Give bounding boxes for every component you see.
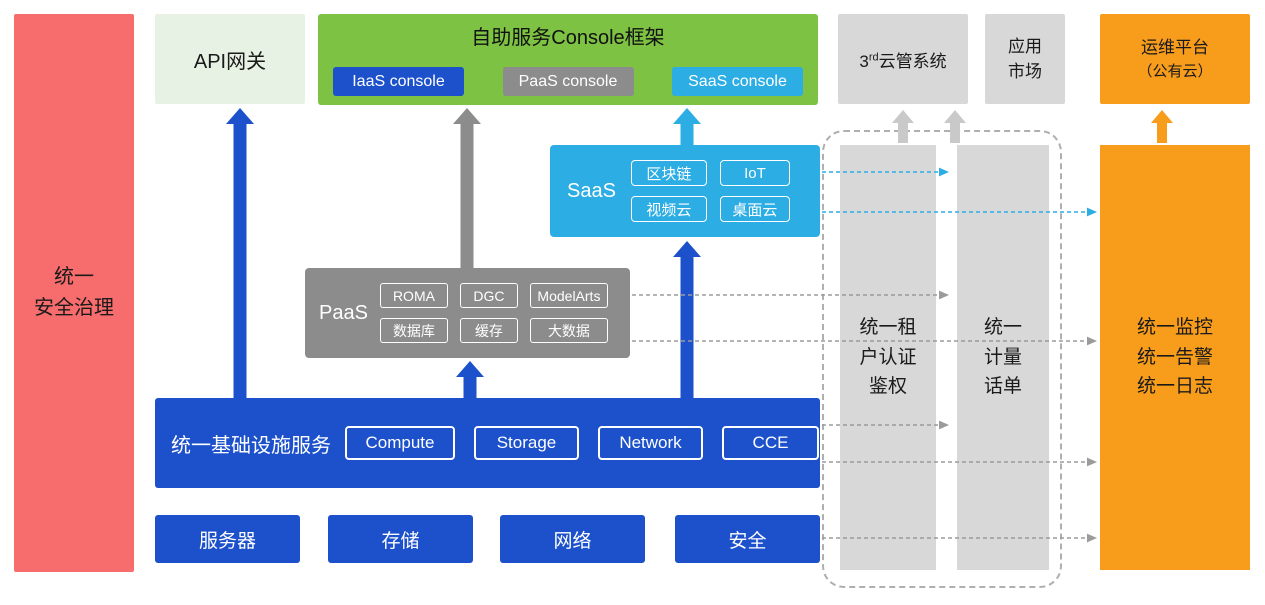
saas-service-desktop-cloud: 桌面云 [719,196,790,222]
saas-service-blockchain: 区块链 [630,160,707,186]
paas-services-grid: ROMA DGC ModelArts 数据库 缓存 大数据 [379,283,608,343]
metering-billing-pillar: 统一 计量 话单 [957,145,1049,570]
paas-layer-box: PaaS ROMA DGC ModelArts 数据库 缓存 大数据 [305,268,630,358]
metering-billing-label: 统一 计量 话单 [983,317,1022,398]
app-market-label: 应用 市场 [1008,36,1042,82]
third-party-cloud-mgmt-box: 3rd云管系统 [838,14,968,104]
paas-service-cache: 缓存 [459,318,518,343]
hardware-network-box: 网络 [500,515,645,563]
saas-service-iot: IoT [719,160,790,186]
iaas-service-network: Network [598,426,703,460]
paas-layer-label: PaaS [319,301,368,324]
saas-layer-box: SaaS 区块链 IoT 视频云 桌面云 [550,145,820,237]
security-governance-bar: 统一 安全治理 [14,14,134,572]
paas-console-chip: PaaS console [502,67,634,96]
arrow-iaas-to-api-gateway [226,108,254,398]
paas-service-dgc: DGC [459,283,518,308]
hardware-server-box: 服务器 [155,515,300,563]
hardware-storage-box: 存储 [328,515,473,563]
saas-services-grid: 区块链 IoT 视频云 桌面云 [630,160,790,222]
monitoring-label: 统一监控 统一告警 统一日志 [1136,317,1213,398]
paas-service-modelarts: ModelArts [529,283,608,308]
ops-platform-box: 运维平台 （公有云） [1100,14,1250,104]
iaas-service-storage: Storage [474,426,579,460]
app-market-box: 应用 市场 [985,14,1065,104]
tenant-auth-pillar: 统一租 户认证 鉴权 [840,145,936,570]
iaas-services-row: Compute Storage Network CCE [345,426,819,460]
monitoring-pillar: 统一监控 统一告警 统一日志 [1100,145,1250,570]
arrow-iaas-to-paas [456,361,484,398]
arrow-paas-to-console-framework [453,108,481,268]
ops-platform-sublabel: （公有云） [1137,62,1213,80]
console-framework-title: 自助服务Console框架 [471,27,665,49]
console-framework-box: 自助服务Console框架 IaaS console PaaS console … [318,14,818,105]
tenant-auth-label: 统一租 户认证 鉴权 [859,317,917,398]
iaas-layer-label: 统一基础设施服务 [171,434,331,457]
saas-layer-label: SaaS [567,179,616,202]
saas-console-chip: SaaS console [672,67,803,96]
iaas-console-chip: IaaS console [333,67,464,96]
console-framework-row: IaaS console PaaS console SaaS console [333,67,803,96]
hardware-security-box: 安全 [675,515,820,563]
third-party-cloud-mgmt-label: 3rd云管系统 [859,50,947,71]
iaas-service-compute: Compute [345,426,455,460]
paas-service-bigdata: 大数据 [529,318,608,343]
paas-service-roma: ROMA [379,283,448,308]
arrow-saas-to-saas-console [673,108,701,145]
paas-service-database: 数据库 [379,318,448,343]
iaas-service-cce: CCE [722,426,819,460]
shared-services-dashed-container [822,130,1062,588]
iaas-layer-box: 统一基础设施服务 Compute Storage Network CCE [155,398,820,488]
arrow-monitor-to-ops-platform [1151,110,1173,143]
api-gateway-label: API网关 [193,50,267,73]
saas-service-video-cloud: 视频云 [630,196,707,222]
arrow-iaas-to-saas [673,241,701,398]
api-gateway-box: API网关 [155,14,305,104]
ops-platform-label: 运维平台 [1141,38,1209,57]
security-governance-label: 统一 安全治理 [34,266,114,319]
